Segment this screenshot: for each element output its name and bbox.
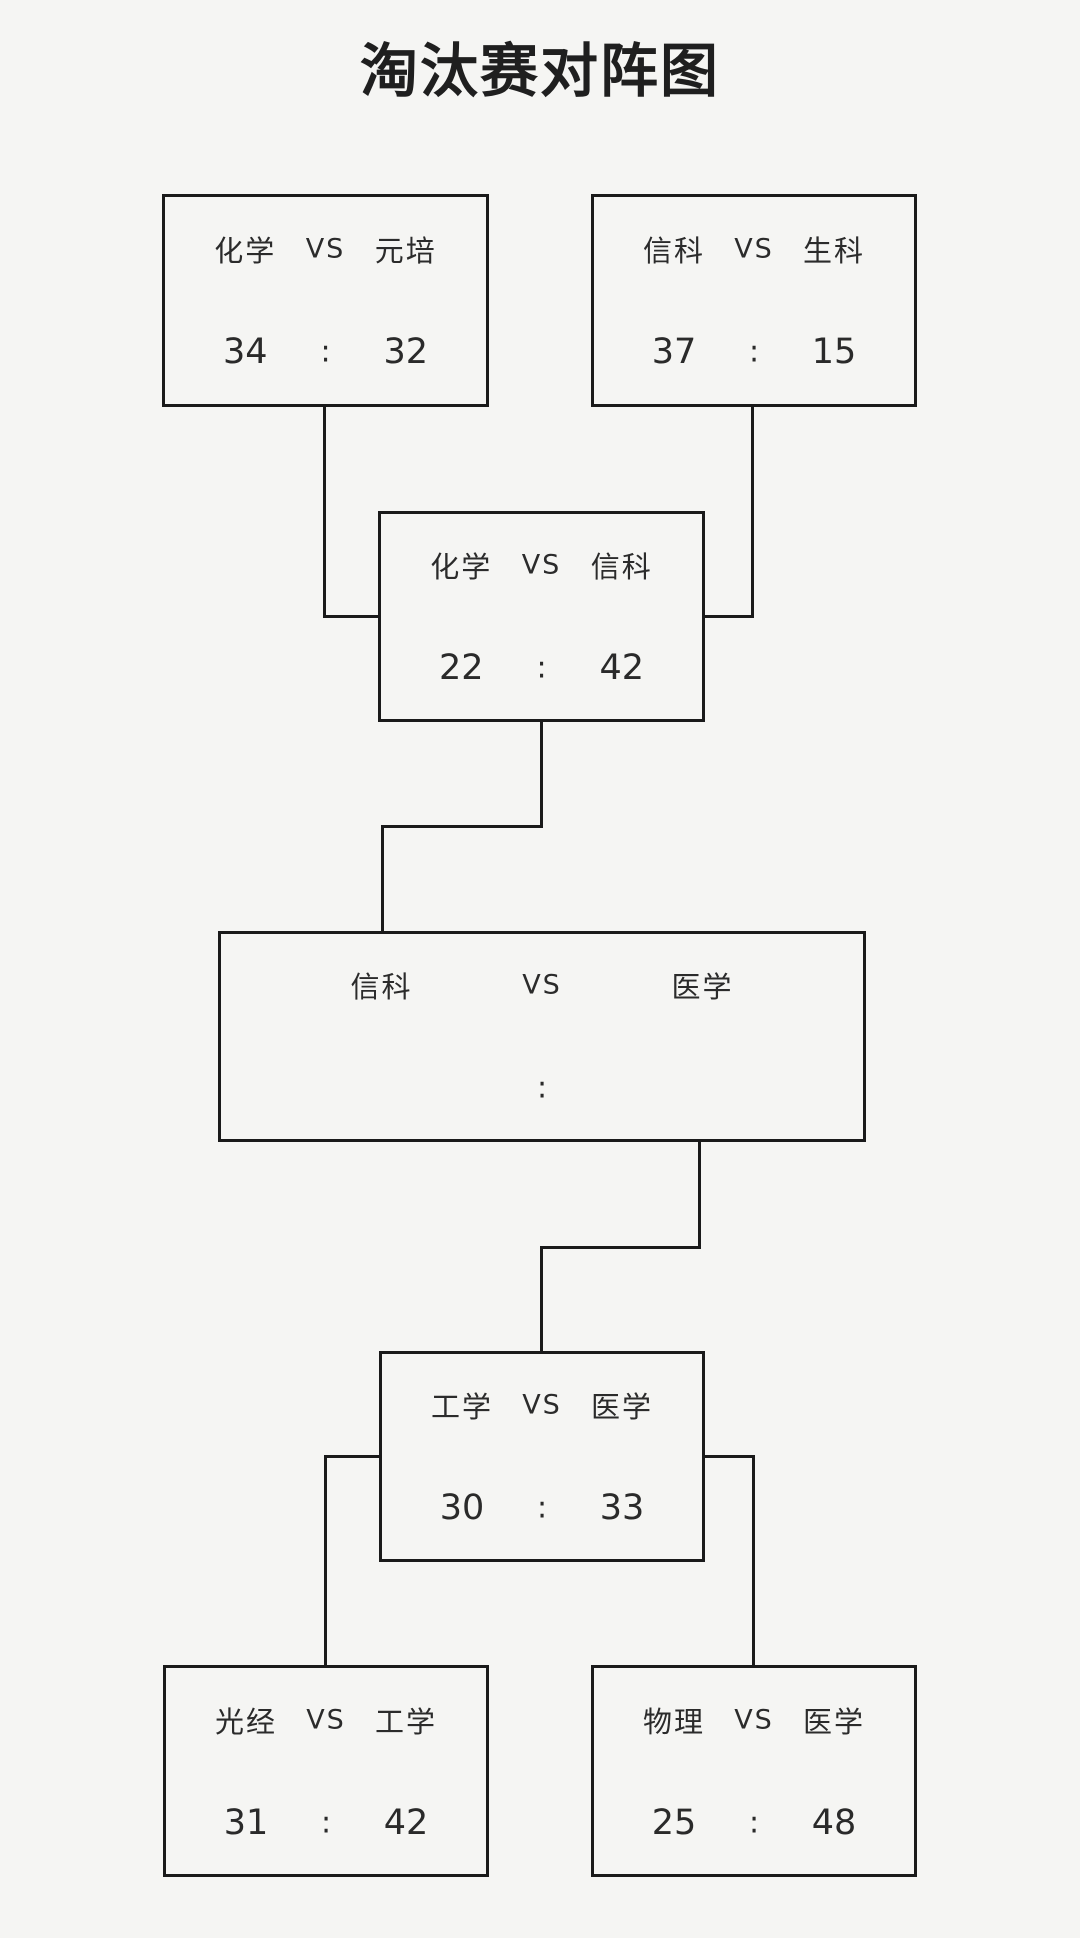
colon-separator: :	[536, 650, 547, 686]
vs-label: VS	[522, 1389, 562, 1421]
team1-label: 信科	[642, 233, 706, 268]
match-box-qf4: 物理 VS 医学 25 : 48	[591, 1665, 917, 1877]
team2-label: 医学	[671, 970, 734, 1005]
match-box-sf1: 化学 VS 信科 22 : 42	[378, 511, 705, 722]
connector-line	[323, 405, 326, 618]
connector-line	[324, 1455, 382, 1458]
connector-line	[540, 720, 543, 828]
connector-line	[381, 825, 543, 828]
match-box-qf2: 信科 VS 生科 37 : 15	[591, 194, 917, 407]
team1-label: 信科	[350, 970, 413, 1005]
match-box-qf1: 化学 VS 元培 34 : 32	[162, 194, 489, 407]
team1-label: 光经	[214, 1704, 278, 1739]
connector-line	[540, 1246, 543, 1353]
score1-value: 37	[651, 332, 697, 373]
score2-value: 42	[599, 647, 645, 688]
connector-line	[381, 825, 384, 933]
vs-label: VS	[522, 969, 562, 1001]
score1-value: 34	[222, 332, 268, 373]
team2-label: 元培	[374, 233, 437, 268]
colon-separator: :	[320, 334, 331, 370]
team2-label: 生科	[802, 233, 866, 268]
score1-value: 25	[651, 1802, 697, 1843]
match-box-qf3: 光经 VS 工学 31 : 42	[163, 1665, 489, 1877]
score2-value: 42	[383, 1802, 429, 1843]
score2-value: 15	[811, 332, 857, 373]
team1-label: 物理	[642, 1704, 706, 1739]
team2-label: 医学	[590, 1390, 654, 1425]
vs-label: VS	[734, 1704, 774, 1735]
colon-separator: :	[536, 1070, 548, 1106]
colon-separator: :	[536, 1490, 548, 1526]
team2-label: 医学	[802, 1704, 866, 1739]
team1-label: 化学	[214, 233, 277, 268]
vs-label: VS	[521, 549, 562, 581]
score2-value: 32	[383, 332, 429, 373]
connector-line	[751, 405, 754, 618]
connector-line	[540, 1246, 701, 1249]
colon-separator: :	[320, 1805, 332, 1840]
team2-label: 信科	[590, 550, 653, 585]
score1-value: 31	[223, 1802, 269, 1843]
connector-line	[324, 1455, 327, 1667]
team1-label: 化学	[430, 550, 493, 585]
score2-value: 33	[599, 1487, 645, 1528]
colon-separator: :	[748, 334, 760, 370]
score1-value: 30	[439, 1487, 485, 1528]
connector-line	[703, 1455, 755, 1458]
connector-line	[323, 615, 381, 618]
colon-separator: :	[748, 1805, 760, 1840]
score2-value: 48	[811, 1802, 857, 1843]
connector-line	[698, 1140, 701, 1249]
team1-label: 工学	[430, 1390, 494, 1425]
vs-label: VS	[734, 233, 774, 265]
team2-label: 工学	[374, 1704, 438, 1739]
page-title: 淘汰赛对阵图	[359, 37, 720, 105]
score1-value: 22	[438, 647, 484, 688]
connector-line	[752, 1455, 755, 1667]
vs-label: VS	[305, 233, 346, 265]
vs-label: VS	[306, 1704, 346, 1735]
connector-line	[703, 615, 754, 618]
match-box-final: 信科 VS 医学 :	[218, 931, 866, 1142]
match-box-sf2: 工学 VS 医学 30 : 33	[379, 1351, 705, 1562]
